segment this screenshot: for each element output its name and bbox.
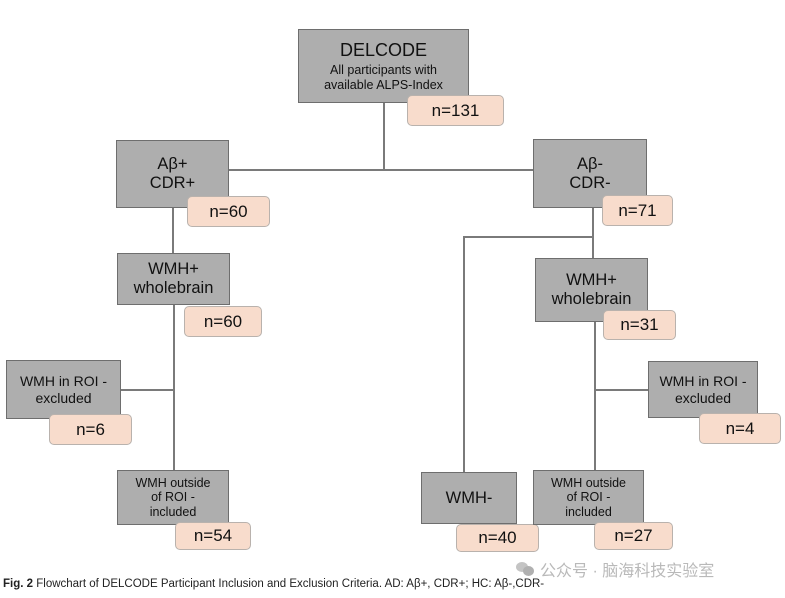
right-outside-included-line-3: included — [565, 504, 612, 519]
left-outside-included-line-3: included — [149, 504, 197, 519]
connector-left-stem — [172, 208, 174, 253]
wmh-neg-node: WMH- — [421, 472, 517, 524]
root-count: n=131 — [407, 95, 504, 126]
left-outside-included-node: WMH outside of ROI - included — [117, 470, 229, 525]
left-outside-included-line-2: of ROI - — [151, 490, 195, 505]
left-wmh-pos-line-1: WMH+ — [148, 260, 199, 279]
right-wmh-pos-count: n=31 — [603, 310, 676, 340]
connector-root-stem — [383, 103, 385, 171]
connector-right-wmh-stem — [594, 322, 596, 470]
root-subtitle-2: available ALPS-Index — [324, 77, 443, 92]
right-roi-excluded-line-1: WMH in ROI - — [659, 373, 747, 390]
ab-neg-count: n=71 — [602, 195, 673, 226]
watermark: 公众号 · 脑海科技实验室 — [516, 557, 714, 581]
right-outside-included-line-1: WMH outside — [550, 475, 627, 490]
figure-caption: Fig. 2 Flowchart of DELCODE Participant … — [3, 578, 544, 590]
ab-neg-line-1: Aβ- — [577, 154, 603, 173]
ab-pos-line-2: CDR+ — [149, 174, 196, 192]
left-wmh-pos-line-2: wholebrain — [133, 279, 214, 297]
ab-pos-count: n=60 — [187, 196, 270, 227]
left-wmh-pos-count: n=60 — [184, 306, 262, 337]
left-wmh-pos-node: WMH+ wholebrain — [117, 253, 230, 305]
root-node: DELCODE All participants with available … — [298, 29, 469, 103]
right-outside-included-count: n=27 — [594, 522, 673, 550]
left-roi-excluded-line-2: excluded — [35, 389, 92, 406]
right-wmh-pos-line-1: WMH+ — [566, 271, 617, 290]
connector-wmh-neg-stem — [463, 236, 465, 472]
caption-text: Flowchart of DELCODE Participant Inclusi… — [36, 578, 545, 590]
connector-right-split — [464, 236, 593, 238]
left-outside-included-line-1: WMH outside — [135, 475, 211, 490]
watermark-text: 公众号 · 脑海科技实验室 — [540, 563, 715, 580]
right-roi-excluded-line-2: excluded — [674, 389, 732, 406]
caption-label: Fig. 2 — [3, 578, 34, 590]
connector-right-stem — [592, 208, 594, 258]
wmh-neg-count: n=40 — [456, 524, 539, 552]
ab-neg-node: Aβ- CDR- — [533, 139, 647, 208]
wechat-icon — [516, 561, 534, 577]
connector-left-excluded-branch — [120, 389, 174, 391]
left-roi-excluded-node: WMH in ROI - excluded — [6, 360, 121, 419]
left-roi-excluded-count: n=6 — [49, 414, 132, 445]
root-title: DELCODE — [339, 39, 428, 60]
right-wmh-pos-line-2: wholebrain — [551, 290, 632, 308]
connector-split-horizontal — [228, 169, 533, 171]
right-outside-included-line-2: of ROI - — [566, 490, 611, 505]
connector-right-excluded-branch — [594, 389, 649, 391]
connector-left-wmh-stem — [173, 305, 175, 470]
right-outside-included-node: WMH outside of ROI - included — [533, 470, 644, 525]
right-roi-excluded-count: n=4 — [699, 413, 781, 444]
right-roi-excluded-node: WMH in ROI - excluded — [648, 361, 758, 418]
root-subtitle-1: All participants with — [330, 63, 437, 78]
left-roi-excluded-line-1: WMH in ROI - — [19, 373, 108, 390]
wmh-neg-line-1: WMH- — [445, 488, 493, 507]
ab-pos-node: Aβ+ CDR+ — [116, 140, 229, 208]
left-outside-included-count: n=54 — [175, 522, 251, 550]
ab-pos-line-1: Aβ+ — [157, 155, 188, 174]
ab-neg-line-2: CDR- — [569, 173, 611, 192]
